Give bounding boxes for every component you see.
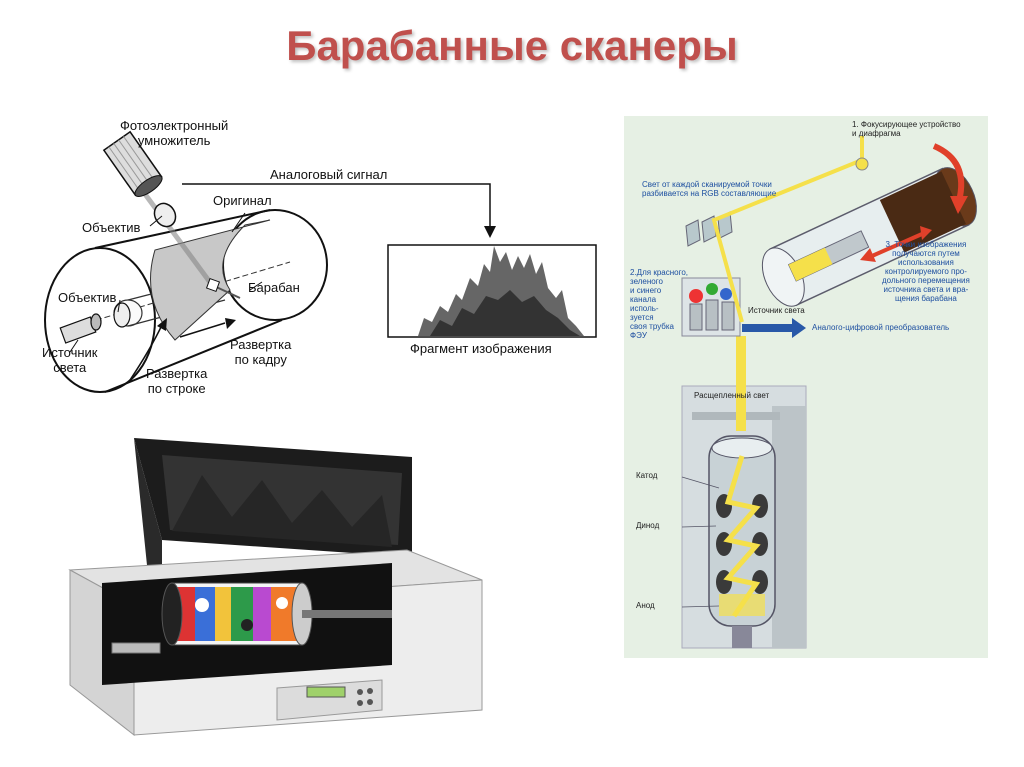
rgb-split-label: Свет от каждой сканируемой точки разбива… [642,180,776,198]
pmt-channel-line: исполь- [630,304,659,313]
pmt-label: Фотоэлектронный умножитель [120,118,228,148]
light-source-line2: света [53,360,87,375]
pmt-label-line1: Фотоэлектронный [120,118,229,133]
drum-schematic [44,130,597,393]
drum-label: Барабан [248,280,300,295]
pmt-channel-line: и синего [630,286,662,295]
focusing-line1: 1. Фокусирующее устройство [852,120,961,129]
light-source-line1: Источник [42,345,98,360]
image-points-line: 3. Точки изображения [885,240,967,249]
pmt-channel-line: канала [630,295,657,304]
frame-scan-line2: по кадру [234,352,287,367]
image-points-line: источника света и вра- [883,285,969,294]
light-source-label: Источник света [42,345,98,375]
image-points-label: 3. Точки изображения получаются путем ис… [882,240,970,303]
light-source-label-right: Источник света [748,306,805,315]
original-label: Оригинал [213,193,272,208]
image-points-line: щения барабана [895,294,957,303]
lens-top-label: Объектив [82,220,141,235]
pmt-channel-line: своя трубка [630,322,674,331]
pmt-channel-line: зеленого [630,277,663,286]
focusing-label: 1. Фокусирующее устройство и диафрагма [852,120,961,138]
pmt-label-line2: умножитель [137,133,211,148]
page-title: Барабанные сканеры [286,22,738,69]
image-fragment-label: Фрагмент изображения [410,341,552,356]
frame-scan-line1: Развертка [230,337,292,352]
line-scan-line2: по строке [147,381,206,396]
drum-scanner-photo [68,438,483,737]
pmt-channel-line: 2.Для красного, [630,268,688,277]
image-points-line: получаются путем [892,249,960,258]
cathode-label: Катод [636,471,658,480]
pmt-channel-line: ФЭУ [630,331,647,340]
frame-scan-label: Развертка по кадру [230,337,291,367]
pmt-illustration: 1. Фокусирующее устройство и диафрагма С… [624,116,988,658]
analog-signal-label: Аналоговый сигнал [270,167,388,182]
split-light-label: Расщепленный свет [694,391,770,400]
lens-bottom-label: Объектив [58,290,117,305]
line-scan-line1: Развертка [146,366,208,381]
dynode-label: Динод [636,521,660,530]
pmt-channel-label: 2.Для красного, зеленого и синего канала… [630,268,688,340]
pmt-illustration-art [681,136,977,649]
line-scan-label: Развертка по строке [146,366,207,396]
rgb-split-line2: разбивается на RGB составляющие [642,189,777,198]
adc-label: Аналого-цифровой преобразователь [812,323,950,332]
image-points-line: контролируемого про- [884,267,967,276]
image-points-line: дольного перемещения [882,276,970,285]
focusing-line2: и диафрагма [852,129,901,138]
rgb-split-line1: Свет от каждой сканируемой точки [642,180,772,189]
image-points-line: использования [898,258,954,267]
anode-label: Анод [636,601,655,610]
pmt-channel-line: зуется [630,313,654,322]
